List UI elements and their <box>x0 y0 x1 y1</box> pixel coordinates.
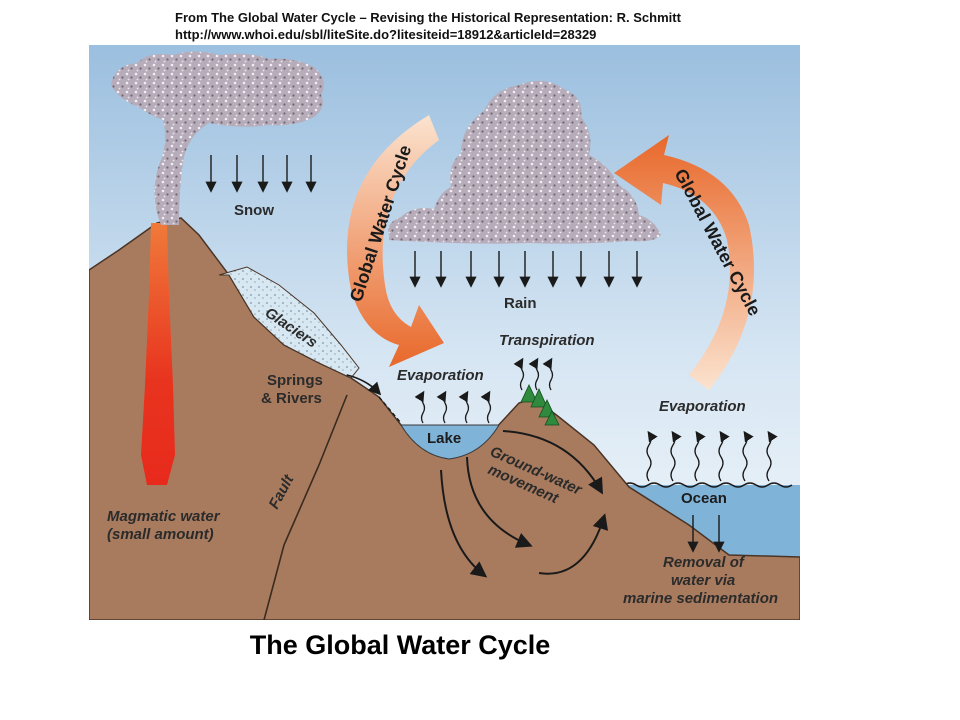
transpiration-label: Transpiration <box>499 332 595 349</box>
citation-line-2: http://www.whoi.edu/sbl/liteSite.do?lite… <box>175 27 597 42</box>
magma-conduit <box>141 223 175 485</box>
river-dashes <box>378 396 402 424</box>
citation: From The Global Water Cycle – Revising t… <box>175 9 681 43</box>
sedimentation-arrows <box>687 515 725 553</box>
trees <box>520 384 560 426</box>
evaporation-lake-label: Evaporation <box>397 367 484 384</box>
removal-label-1: Removal of <box>663 554 746 571</box>
global-cycle-arrow-right <box>614 135 754 390</box>
groundwater-arrows <box>440 430 608 578</box>
snow-arrows <box>205 155 317 193</box>
removal-label-2: water via <box>671 572 735 589</box>
rain-arrows <box>409 251 643 288</box>
lake-label: Lake <box>427 430 461 447</box>
fault-line <box>263 394 348 620</box>
rain-label: Rain <box>504 295 537 312</box>
rain-cloud <box>388 80 661 244</box>
slide-title: The Global Water Cycle <box>249 630 551 660</box>
springs-label-1: Springs <box>267 372 323 389</box>
ocean <box>624 485 800 557</box>
global-cycle-arrow-left <box>347 115 444 367</box>
removal-label-3: marine sedimentation <box>623 590 778 607</box>
magmatic-label-2: (small amount) <box>107 526 214 543</box>
ocean-surface <box>623 482 793 488</box>
snow-label: Snow <box>234 202 274 219</box>
transpiration-arrows <box>513 357 554 391</box>
volcano-smoke <box>111 51 324 225</box>
ocean-label: Ocean <box>681 490 727 507</box>
magmatic-label-1: Magmatic water <box>107 508 221 525</box>
water-cycle-diagram: Global Water Cycle Global Water Cycle <box>89 45 800 620</box>
lake-evaporation-arrows <box>414 390 492 424</box>
lake <box>400 424 500 460</box>
ocean-evaporation-arrows <box>646 430 778 482</box>
springs-label-2: & Rivers <box>261 390 322 407</box>
springs-arrow <box>346 374 382 396</box>
glacier <box>218 266 360 379</box>
evaporation-ocean-label: Evaporation <box>659 398 746 415</box>
citation-line-1: From The Global Water Cycle – Revising t… <box>175 10 681 25</box>
